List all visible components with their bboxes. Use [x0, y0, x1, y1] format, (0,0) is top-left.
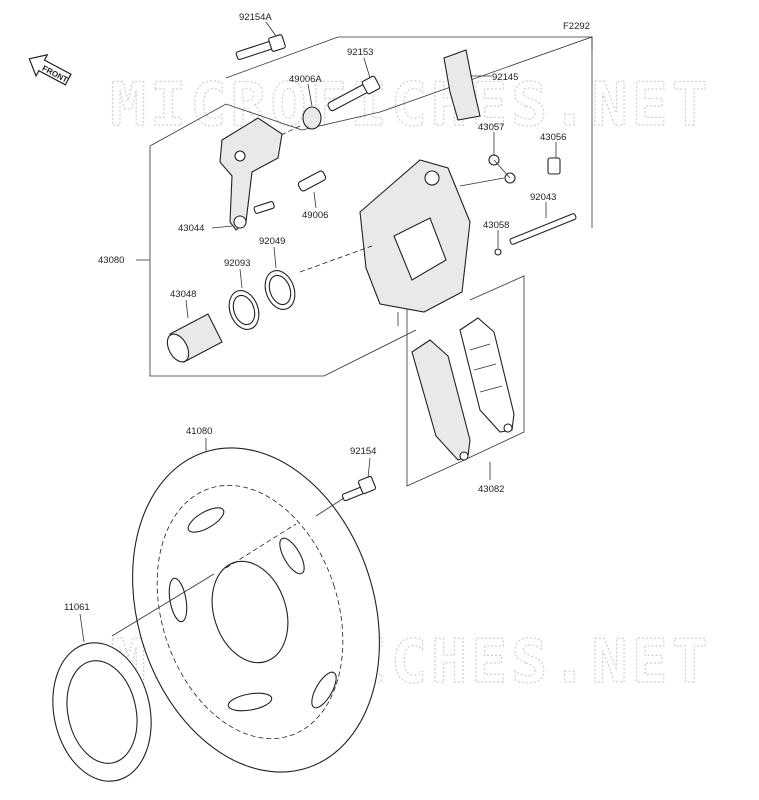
spring-plate-92145	[443, 49, 492, 121]
label-49006A: 49006A	[289, 74, 322, 85]
label-41080: 41080	[186, 426, 212, 437]
label-92154: 92154	[350, 446, 376, 457]
label-43048: 43048	[170, 289, 196, 300]
pin-92043	[509, 202, 577, 245]
label-49006: 49006	[302, 210, 328, 221]
cap-43057	[459, 132, 516, 187]
watermark-top: MICROFICHES.NET	[110, 70, 712, 140]
label-43056: 43056	[540, 132, 566, 143]
pin-49006	[297, 170, 327, 209]
label-92093: 92093	[224, 258, 250, 269]
caliper-assembly-outline	[149, 146, 417, 377]
front-arrow-icon: FRONT	[28, 53, 72, 86]
label-43058: 43058	[483, 220, 509, 231]
label-92153: 92153	[347, 47, 373, 58]
caliper-body	[299, 159, 471, 326]
label-92043: 92043	[530, 192, 556, 203]
brake-pad-rear	[411, 339, 471, 461]
gasket-11061	[52, 573, 215, 782]
label-43082: 43082	[478, 484, 504, 495]
bolt-92154A	[235, 21, 286, 61]
label-92154A: 92154A	[239, 12, 272, 23]
seal-92049	[264, 246, 296, 310]
pin-92153	[327, 57, 381, 112]
brake-disc-41080	[132, 438, 380, 773]
label-92049: 92049	[259, 236, 285, 247]
label-43080: 43080	[98, 255, 124, 266]
piston-43048	[166, 299, 223, 363]
label-43044: 43044	[178, 223, 204, 234]
seal-92093	[228, 268, 260, 330]
brake-pad-front	[459, 317, 515, 433]
label-11061: 11061	[64, 602, 90, 613]
caliper-bolt-leader	[225, 36, 339, 79]
bolt-92154	[315, 457, 377, 517]
pad-set-outline	[406, 275, 525, 487]
label-92145: 92145	[492, 72, 518, 83]
oring-43058	[494, 230, 502, 256]
bleeder-43056	[547, 142, 561, 175]
label-43057: 43057	[478, 122, 504, 133]
diagram-id: F2292	[563, 21, 590, 32]
bracket-43044	[211, 117, 283, 231]
